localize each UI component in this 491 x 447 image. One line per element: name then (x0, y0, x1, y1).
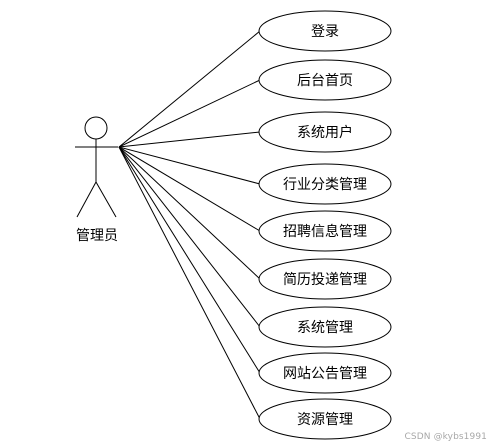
use-case: 招聘信息管理 (258, 210, 392, 252)
association-line (118, 146, 261, 420)
use-case-label: 系统用户 (297, 124, 353, 141)
use-case: 后台首页 (258, 59, 392, 101)
use-case-label: 招聘信息管理 (283, 223, 367, 240)
use-case: 简历投递管理 (258, 258, 392, 300)
association-line (118, 131, 261, 148)
association-line (118, 146, 261, 232)
use-case: 资源管理 (258, 398, 392, 440)
use-case-ellipse (258, 258, 392, 300)
actor-head (84, 116, 108, 140)
use-case-ellipse (258, 111, 392, 153)
actor-left-leg (76, 181, 97, 218)
use-case-ellipse (258, 163, 392, 205)
association-line (118, 146, 261, 328)
association-line (118, 146, 261, 185)
association-line (118, 79, 261, 148)
use-case-ellipse (258, 10, 392, 52)
association-line (118, 146, 261, 280)
association-line (118, 30, 261, 148)
association-line (118, 146, 261, 374)
use-case: 系统用户 (258, 111, 392, 153)
use-case: 系统管理 (258, 306, 392, 348)
use-case-label: 网站公告管理 (283, 366, 367, 382)
watermark: CSDN @kybs1991 (404, 432, 487, 442)
use-case-ellipse (258, 306, 392, 348)
use-case-label: 登录 (311, 24, 339, 40)
use-case-label: 后台首页 (297, 73, 353, 89)
use-case: 行业分类管理 (258, 163, 392, 205)
use-case-ellipse (258, 210, 392, 252)
use-case-label: 资源管理 (297, 412, 353, 428)
actor-label: 管理员 (76, 228, 118, 244)
actor-figure (75, 116, 118, 218)
use-case-label: 简历投递管理 (283, 271, 367, 288)
use-case-ellipse (258, 59, 392, 101)
use-case-label: 行业分类管理 (283, 177, 367, 193)
use-case-ellipse (258, 352, 392, 394)
actor-right-leg (95, 181, 117, 218)
use-case-ellipse (258, 398, 392, 440)
use-case: 网站公告管理 (258, 352, 392, 394)
use-case-label: 系统管理 (297, 320, 353, 336)
association-lines (118, 30, 261, 420)
use-case-group: 登录后台首页系统用户行业分类管理招聘信息管理简历投递管理系统管理网站公告管理资源… (258, 10, 392, 440)
use-case: 登录 (258, 10, 392, 52)
